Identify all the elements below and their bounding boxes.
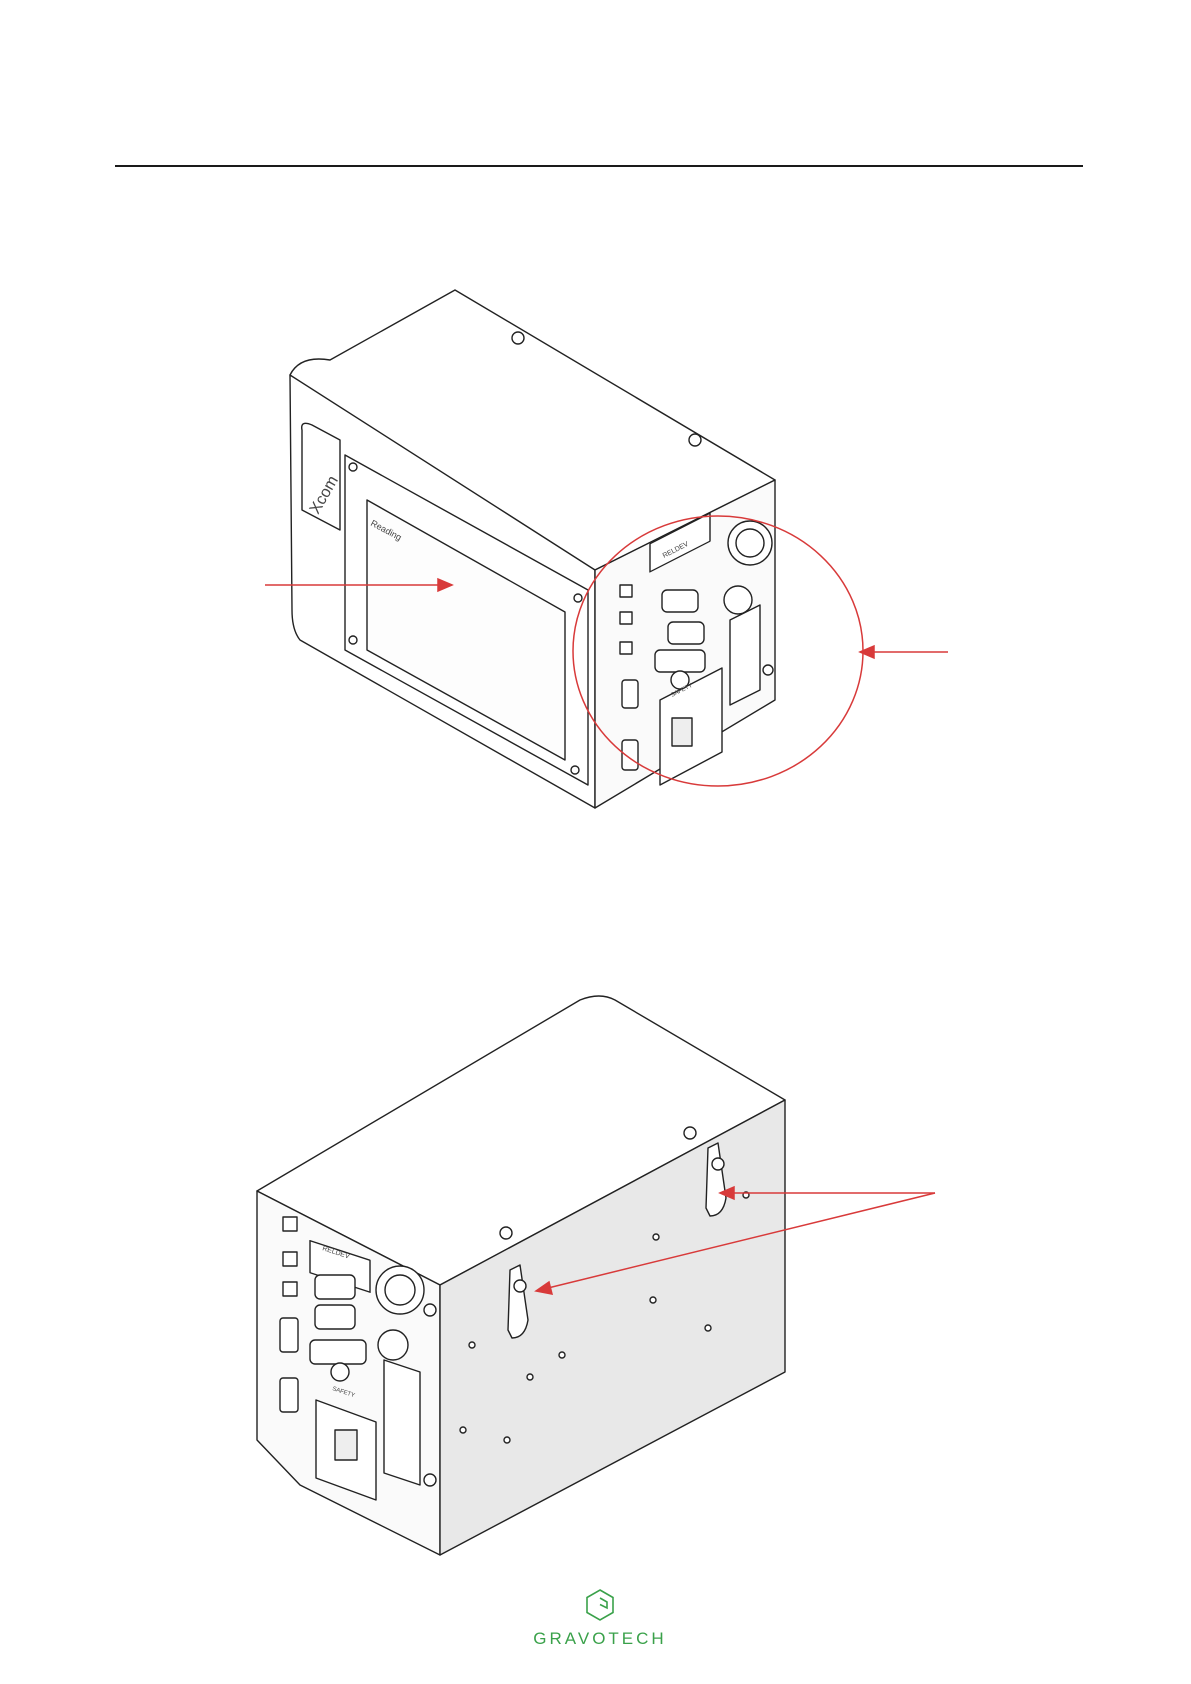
brand-name: GRAVOTECH bbox=[525, 1629, 675, 1649]
device-rear-illustration: RELDEV SAFETY bbox=[0, 0, 1191, 1584]
db-port bbox=[315, 1305, 355, 1329]
db-port bbox=[315, 1275, 355, 1299]
footer-logo: GRAVOTECH bbox=[525, 1588, 675, 1649]
db-port bbox=[310, 1340, 366, 1364]
gravotech-hexagon-icon bbox=[583, 1588, 617, 1622]
